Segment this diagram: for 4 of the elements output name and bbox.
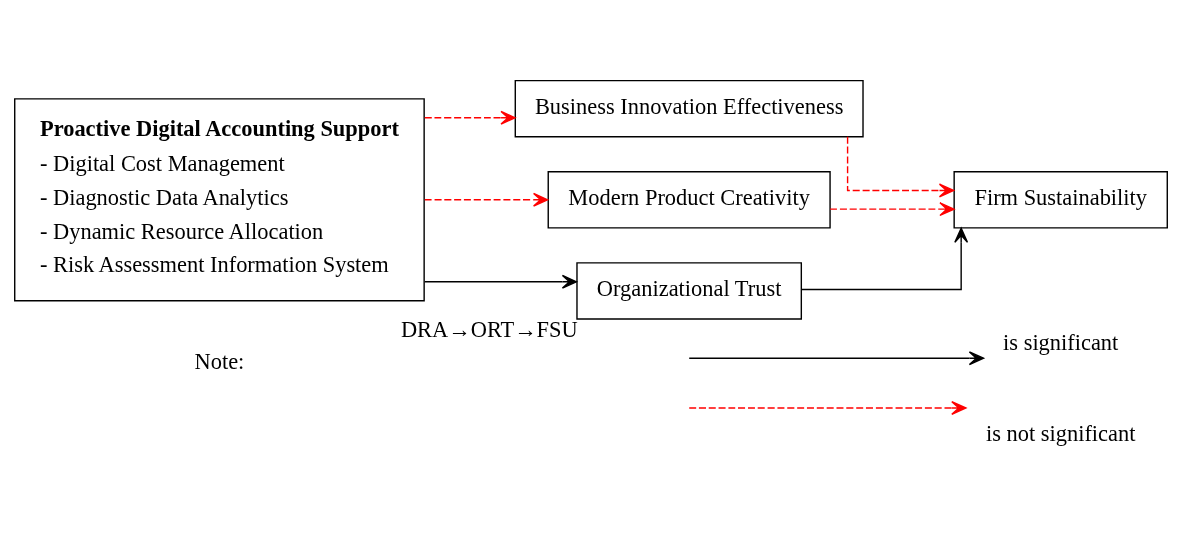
- node-label: DRA→ORT→FSU: [400, 316, 578, 342]
- label: Note:: [194, 349, 245, 375]
- legend-label: is not significant: [985, 420, 1136, 446]
- legend-label: is significant: [1003, 329, 1119, 355]
